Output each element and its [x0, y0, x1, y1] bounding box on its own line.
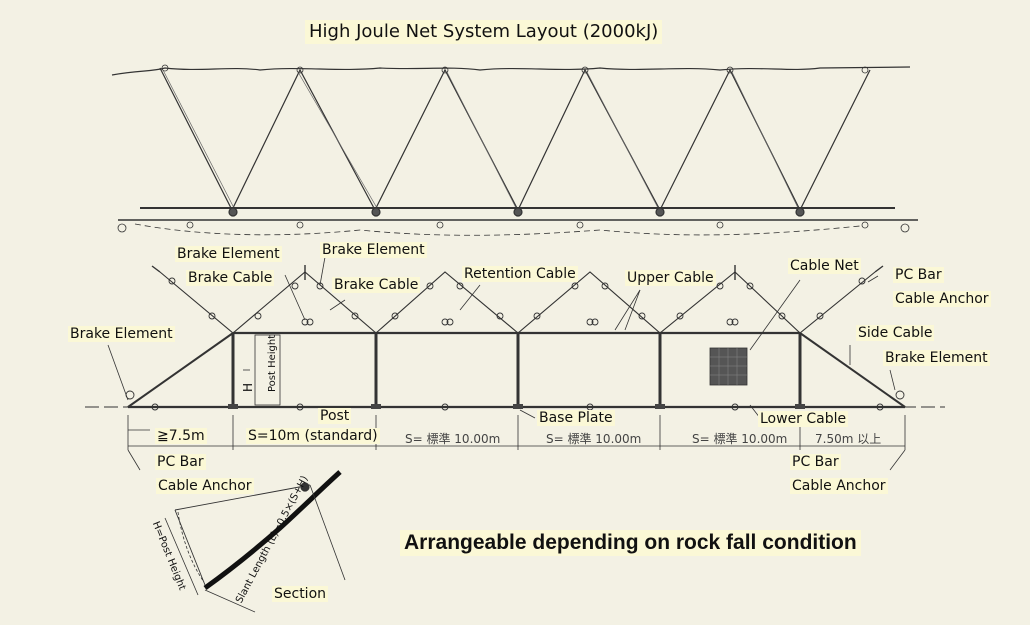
label-h-symbol: H — [241, 382, 255, 392]
dim-span-jp-1: S= 標準 10.00m — [405, 432, 501, 446]
label-cable-net: Cable Net — [788, 258, 861, 274]
label-pc-bar-right: PC Bar — [790, 454, 841, 470]
side-cable-right — [799, 332, 906, 408]
label-pc-bar-top: PC Bar — [893, 267, 944, 283]
label-cable-anchor-left: Cable Anchor — [156, 478, 254, 494]
plan-anchor-line — [111, 66, 911, 76]
dim-span-standard: S=10m (standard) — [246, 428, 380, 444]
arrangement-note: Arrangeable depending on rock fall condi… — [400, 530, 861, 556]
label-lower-cable: Lower Cable — [758, 411, 849, 427]
label-base-plate: Base Plate — [537, 410, 615, 426]
label-side-cable: Side Cable — [856, 325, 935, 341]
label-brake-cable-2: Brake Cable — [332, 277, 421, 293]
label-brake-element-left: Brake Element — [68, 326, 175, 342]
label-cable-anchor-top: Cable Anchor — [893, 291, 991, 307]
label-post-height: Post Height — [267, 334, 278, 392]
retention-cables — [159, 271, 876, 334]
label-brake-element-1: Brake Element — [175, 246, 282, 262]
label-post: Post — [318, 408, 352, 424]
label-brake-cable-1: Brake Cable — [186, 270, 275, 286]
dim-end-min: ≧7.5m — [155, 428, 207, 444]
label-retention-cable: Retention Cable — [462, 266, 578, 282]
dim-span-jp-3: S= 標準 10.00m — [692, 432, 788, 446]
label-section: Section — [272, 586, 329, 602]
side-cable-left — [127, 332, 234, 408]
label-pc-bar-left: PC Bar — [155, 454, 206, 470]
plan-dashed-net — [134, 223, 861, 236]
label-brake-element-right: Brake Element — [883, 350, 990, 366]
label-cable-anchor-right: Cable Anchor — [790, 478, 888, 494]
label-upper-cable: Upper Cable — [625, 270, 716, 286]
section-slope — [203, 470, 342, 591]
cable-net-patch — [709, 347, 748, 386]
post-height-box — [254, 334, 281, 406]
dim-end-jp: 7.50m 以上 — [815, 432, 882, 446]
label-brake-element-2: Brake Element — [320, 242, 427, 258]
plan-retention-cables — [159, 67, 871, 212]
diagram-title: High Joule Net System Layout (2000kJ) — [305, 20, 663, 44]
dim-span-jp-2: S= 標準 10.00m — [546, 432, 642, 446]
